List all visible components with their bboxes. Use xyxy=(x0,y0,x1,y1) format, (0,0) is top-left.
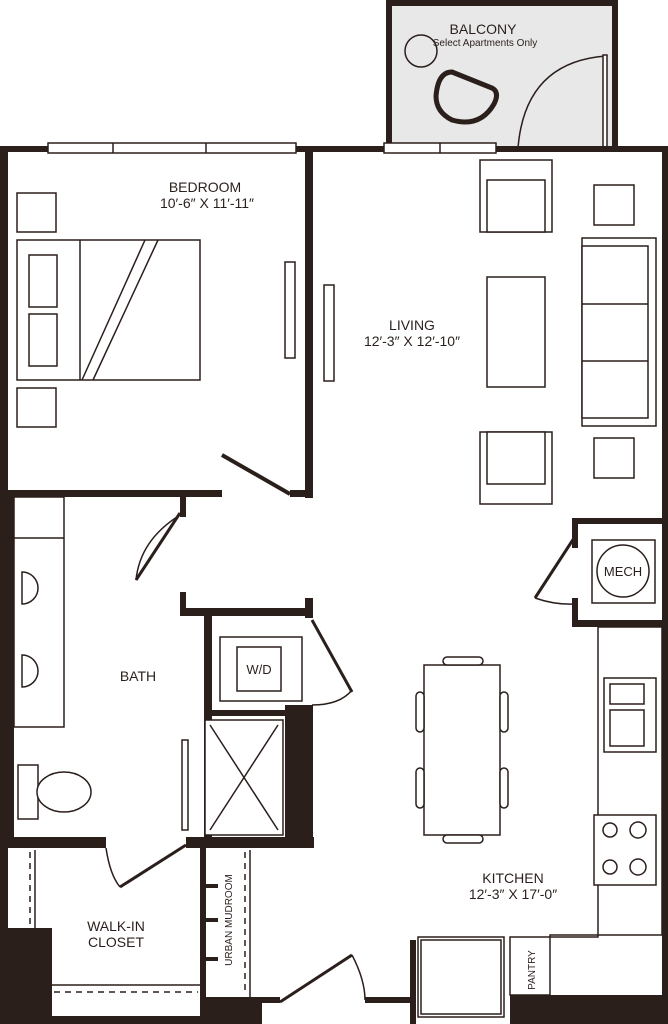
coat-hook xyxy=(206,884,218,888)
bedroom-door[interactable] xyxy=(221,453,291,496)
bath-door[interactable] xyxy=(134,512,182,581)
balcony-floor xyxy=(388,2,616,148)
mech-closet: MECH xyxy=(533,518,668,627)
washer-dryer-label: W/D xyxy=(246,662,271,677)
washer-dryer xyxy=(236,646,282,692)
kitchen-dims: 12′-3″ X 17′-0″ xyxy=(469,886,557,902)
mudroom-label: URBAN MUDROOM xyxy=(224,874,235,966)
laundry-door[interactable] xyxy=(310,619,354,693)
bath-label: BATH xyxy=(120,668,156,684)
closet-door[interactable] xyxy=(119,843,187,889)
nightstand xyxy=(16,192,57,233)
bedroom: BEDROOM 10′-6″ X 11′-11″ xyxy=(0,148,335,498)
living-label: LIVING xyxy=(389,317,435,333)
bath: BATH xyxy=(0,495,314,848)
bedroom-dims: 10′-6″ X 11′-11″ xyxy=(160,195,254,211)
balcony-door[interactable] xyxy=(602,54,608,149)
laundry-closet: W/D xyxy=(204,619,354,716)
walk-in-closet: WALK-IN CLOSET xyxy=(0,843,262,1024)
entry-door[interactable] xyxy=(279,953,353,1004)
dining-set xyxy=(415,656,509,844)
walkin-label: WALK-IN xyxy=(87,918,145,934)
shower-door[interactable] xyxy=(181,739,189,831)
pantry-label: PANTRY xyxy=(527,950,538,990)
balcony: BALCONY Select Apartments Only xyxy=(386,0,618,150)
balcony-table xyxy=(404,34,438,68)
living-dims: 12′-3″ X 12′-10″ xyxy=(364,333,460,349)
side-table xyxy=(593,184,635,226)
bedroom-window xyxy=(47,142,297,154)
balcony-label: BALCONY xyxy=(450,21,518,37)
walkin-label-2: CLOSET xyxy=(88,934,144,950)
dining-table xyxy=(423,664,501,836)
coat-hook xyxy=(206,957,218,961)
mech-label: MECH xyxy=(604,564,642,579)
closet-door[interactable] xyxy=(323,284,335,382)
kitchen-label: KITCHEN xyxy=(482,870,543,886)
urban-mudroom: URBAN MUDROOM xyxy=(206,850,251,997)
bedroom-closet-door[interactable] xyxy=(284,261,296,359)
mech-door[interactable] xyxy=(533,534,578,599)
bedroom-label: BEDROOM xyxy=(169,179,241,195)
kitchen: PANTRY KITCHEN 12′-3″ X 17′-0″ xyxy=(410,626,668,1024)
range xyxy=(593,814,657,886)
balcony-door-swing xyxy=(517,55,607,149)
living: LIVING 12′-3″ X 12′-10″ xyxy=(364,159,657,505)
balcony-note: Select Apartments Only xyxy=(433,38,538,49)
sink xyxy=(21,654,39,688)
toilet xyxy=(36,771,92,813)
toilet-tank xyxy=(17,764,39,820)
coat-hook xyxy=(206,918,218,922)
side-table xyxy=(593,437,635,479)
entry xyxy=(262,953,415,1004)
nightstand xyxy=(16,387,57,428)
coffee-table xyxy=(486,276,546,388)
vanity xyxy=(13,496,65,728)
balcony-chair xyxy=(433,69,500,125)
sink xyxy=(21,571,39,605)
